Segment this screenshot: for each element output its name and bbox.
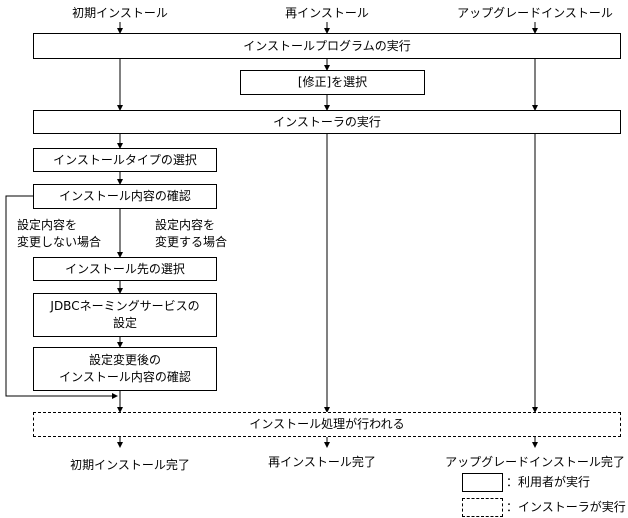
legend-user-executes: ：利用者が実行 — [506, 475, 591, 489]
branch-change-label: 設定内容を 変更する場合 — [155, 218, 228, 249]
step-confirm-after-change: 設定変更後の インストール内容の確認 — [33, 347, 217, 391]
result-reinstall-done: 再インストール完了 — [268, 455, 376, 469]
legend-solid-box — [462, 473, 503, 492]
skip-loop-arrow — [5, 195, 118, 399]
legend-installer-executes: ：インストーラが実行 — [506, 500, 626, 514]
step-select-install-type: インストールタイプの選択 — [33, 148, 217, 172]
step-select-install-destination: インストール先の選択 — [33, 257, 217, 281]
step-run-installer-program: インストールプログラムの実行 — [33, 33, 621, 59]
step-install-processing: インストール処理が行われる — [33, 412, 621, 437]
branch-no-change-label: 設定内容を 変更しない場合 — [17, 218, 102, 249]
result-initial-done: 初期インストール完了 — [70, 458, 190, 472]
legend-dashed-box — [462, 498, 503, 517]
column-initial: 初期インストール — [72, 6, 168, 20]
step-run-installer: インストーラの実行 — [33, 110, 621, 134]
column-reinstall: 再インストール — [285, 6, 369, 20]
step-jdbc-naming-service: JDBCネーミングサービスの 設定 — [33, 293, 217, 337]
column-upgrade: アップグレードインストール — [457, 6, 613, 20]
step-select-modify: [修正]を選択 — [240, 70, 425, 95]
step-confirm-install-content: インストール内容の確認 — [33, 184, 217, 209]
result-upgrade-done: アップグレードインストール完了 — [445, 455, 625, 469]
